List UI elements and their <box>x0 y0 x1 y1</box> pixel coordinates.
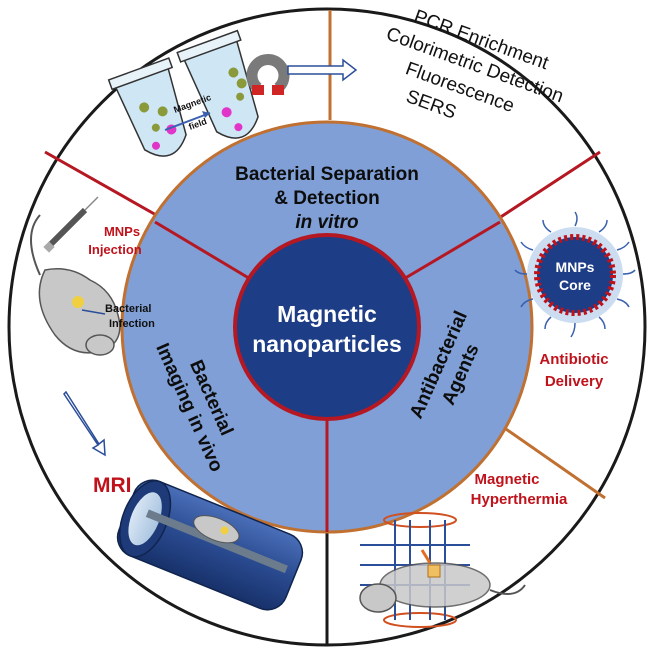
segment-top-line2: & Detection <box>274 188 380 209</box>
divider-lower-right <box>492 418 606 500</box>
mnps-injection-line2: Injection <box>88 242 142 257</box>
segment-top-line3: in vitro <box>295 212 358 233</box>
mnps-injection-line1: MNPs <box>104 224 140 239</box>
tubes-magnet-illustration: Magnetic field <box>107 29 290 157</box>
inner-divider-left <box>154 220 253 282</box>
center-line2: nanoparticles <box>252 331 402 357</box>
hyperthermia-coil-illustration <box>359 512 526 628</box>
inner-divider-right <box>401 220 501 282</box>
hyperthermia-line1: Magnetic <box>474 471 539 488</box>
hyperthermia-line2: Hyperthermia <box>471 491 568 508</box>
mnps-core-line1: MNPs <box>556 259 595 275</box>
divider-upper-right <box>492 150 601 224</box>
outline-arrow-top <box>287 58 358 82</box>
center-line1: Magnetic <box>277 301 377 327</box>
bacterial-infection-line1: Bacterial <box>105 303 151 315</box>
bacterial-infection-line2: Infection <box>109 318 155 330</box>
divider-upper-left <box>44 150 166 222</box>
segment-top-line1: Bacterial Separation <box>235 164 419 185</box>
antibiotic-delivery-line1: Antibiotic <box>539 351 608 368</box>
mnps-core-line2: Core <box>559 277 591 293</box>
mnps-core-illustration <box>514 211 636 338</box>
antibiotic-delivery-line2: Delivery <box>545 373 604 390</box>
mri-scanner-illustration <box>116 479 304 611</box>
mouse-injection-illustration <box>30 196 121 356</box>
outline-arrow-left <box>63 390 106 457</box>
core-circle <box>233 233 421 421</box>
mri-label: MRI <box>93 474 132 497</box>
